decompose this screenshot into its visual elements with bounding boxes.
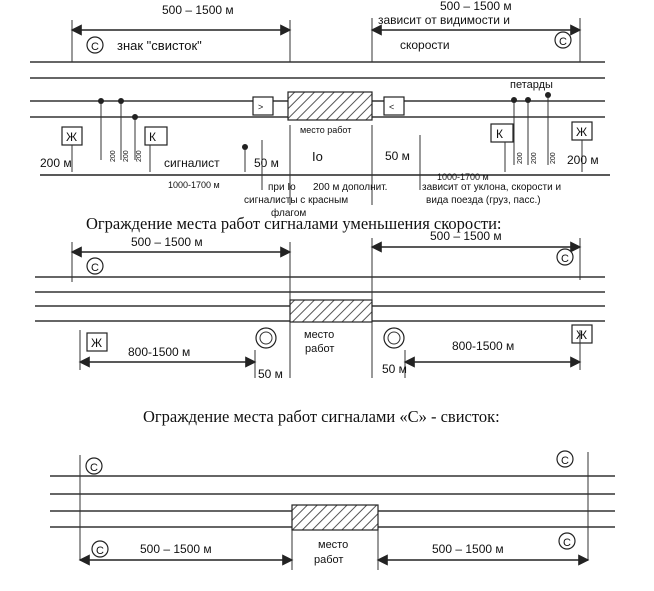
dist-200-right: 200 м [567, 153, 599, 167]
dist-200-left: 200 м [40, 156, 72, 170]
dist-800-left: 800-1500 м [128, 345, 190, 359]
mini-200-label: 200 [123, 150, 130, 162]
k-sign-right [490, 123, 514, 143]
io-note-2: сигналисты с красным [244, 195, 348, 206]
k-sign-left [144, 126, 168, 146]
petards-label: петарды [510, 79, 553, 91]
c-sign-letter: С [559, 36, 567, 48]
section-3-whistle-protection: С С место работ С С 500 – 1500 м 500 – 1… [50, 450, 615, 570]
work-site-area [291, 504, 379, 531]
work-label-2: работ [305, 343, 334, 355]
dist-top-right-label: 500 – 1500 м [430, 229, 502, 243]
heading-speed-reduction: Ограждение места работ сигналами уменьше… [86, 214, 502, 233]
mini-200-label: 200 [517, 152, 524, 164]
signalman-label: сигналист [164, 156, 220, 170]
speed-limit-sign-right [383, 327, 405, 349]
work-site-area [287, 91, 373, 121]
mini-200-label: 200 [550, 152, 557, 164]
whistle-sign-top-right: С [556, 450, 574, 468]
petard-icon [545, 92, 551, 98]
mini-200-label: 200 [136, 150, 143, 162]
k-sign-letter: К [496, 127, 503, 141]
stop-sign-mark: > [258, 102, 263, 112]
k-sign-letter: К [149, 130, 156, 144]
speed-end-sign-left [86, 332, 108, 352]
visibility-note-1: зависит от видимости и [378, 13, 510, 27]
c-sign-letter: С [96, 545, 104, 557]
c-sign-letter: С [561, 253, 569, 265]
petard-icon [132, 114, 138, 120]
section-2-speed-reduction-protection: 500 – 1500 м 500 – 1500 м С С место рабо… [35, 229, 605, 381]
c-sign-letter: С [91, 41, 99, 53]
work-label-2: работ [314, 554, 343, 566]
dist-top-left-label: 500 – 1500 м [131, 235, 203, 249]
dist-1000-1700-right: 1000-1700 м [437, 172, 489, 182]
dist-50-right: 50 м [385, 149, 410, 163]
petard-icon [511, 97, 517, 103]
speed-end-mark: Ж [576, 125, 587, 139]
whistle-sign-label: знак "свисток" [117, 38, 202, 53]
whistle-sign-right: С [554, 31, 572, 49]
stop-sign-right [383, 96, 405, 116]
mini-200-label: 200 [110, 150, 117, 162]
whistle-sign-top-left: С [85, 457, 103, 475]
whistle-sign-bottom-right: С [558, 532, 576, 550]
c-sign-letter: С [563, 537, 571, 549]
slope-note-2: вида поезда (груз, пасс.) [426, 195, 541, 206]
speed-end-mark: Ж [576, 328, 587, 342]
whistle-sign-left: С [86, 36, 104, 54]
work-label-1: место [304, 329, 334, 341]
heading-whistle-protection: Ограждение места работ сигналами «С» - с… [143, 407, 500, 426]
dist-bottom-right: 500 – 1500 м [432, 542, 504, 556]
dist-1000-1700-left: 1000-1700 м [168, 180, 220, 190]
stop-sign-mark: < [389, 102, 394, 112]
dist-800-right: 800-1500 м [452, 339, 514, 353]
c-sign-letter: С [90, 462, 98, 474]
whistle-sign-right: С [556, 248, 574, 266]
io-note-3: флагом [271, 207, 306, 219]
whistle-sign-left: С [86, 257, 104, 275]
work-site-label: место работ [300, 125, 351, 135]
speed-limit-sign-left [255, 327, 277, 349]
petard-icon [525, 97, 531, 103]
signalman-icon [242, 144, 248, 150]
petard-icon [98, 98, 104, 104]
io-note-1: при Io [268, 182, 296, 193]
dist-50-left: 50 м [258, 367, 283, 381]
c-sign-letter: С [91, 262, 99, 274]
c-sign-letter: С [561, 455, 569, 467]
mini-200-label: 200 [531, 152, 538, 164]
dist-top-left-label: 500 – 1500 м [162, 3, 234, 17]
visibility-note-2: скорости [400, 38, 450, 52]
dist-bottom-left: 500 – 1500 м [140, 542, 212, 556]
speed-end-mark: Ж [91, 336, 102, 350]
extra-200-note: 200 м дополнит. [313, 182, 387, 193]
dist-top-right-label: 500 – 1500 м [440, 0, 512, 13]
speed-end-mark: Ж [66, 130, 77, 144]
slope-note-1: зависит от уклона, скорости и [422, 182, 561, 193]
section-1-stop-signal-protection: 500 – 1500 м 500 – 1500 м зависит от вид… [30, 0, 610, 219]
petard-icon [118, 98, 124, 104]
whistle-sign-bottom-left: С [91, 540, 109, 558]
speed-end-sign-right [571, 324, 593, 344]
work-label-1: место [318, 539, 348, 551]
dist-50-right: 50 м [382, 362, 407, 376]
stop-sign-left [252, 96, 274, 116]
work-site-area [289, 299, 373, 323]
dist-50-left: 50 м [254, 156, 279, 170]
io-label: Io [312, 149, 323, 164]
